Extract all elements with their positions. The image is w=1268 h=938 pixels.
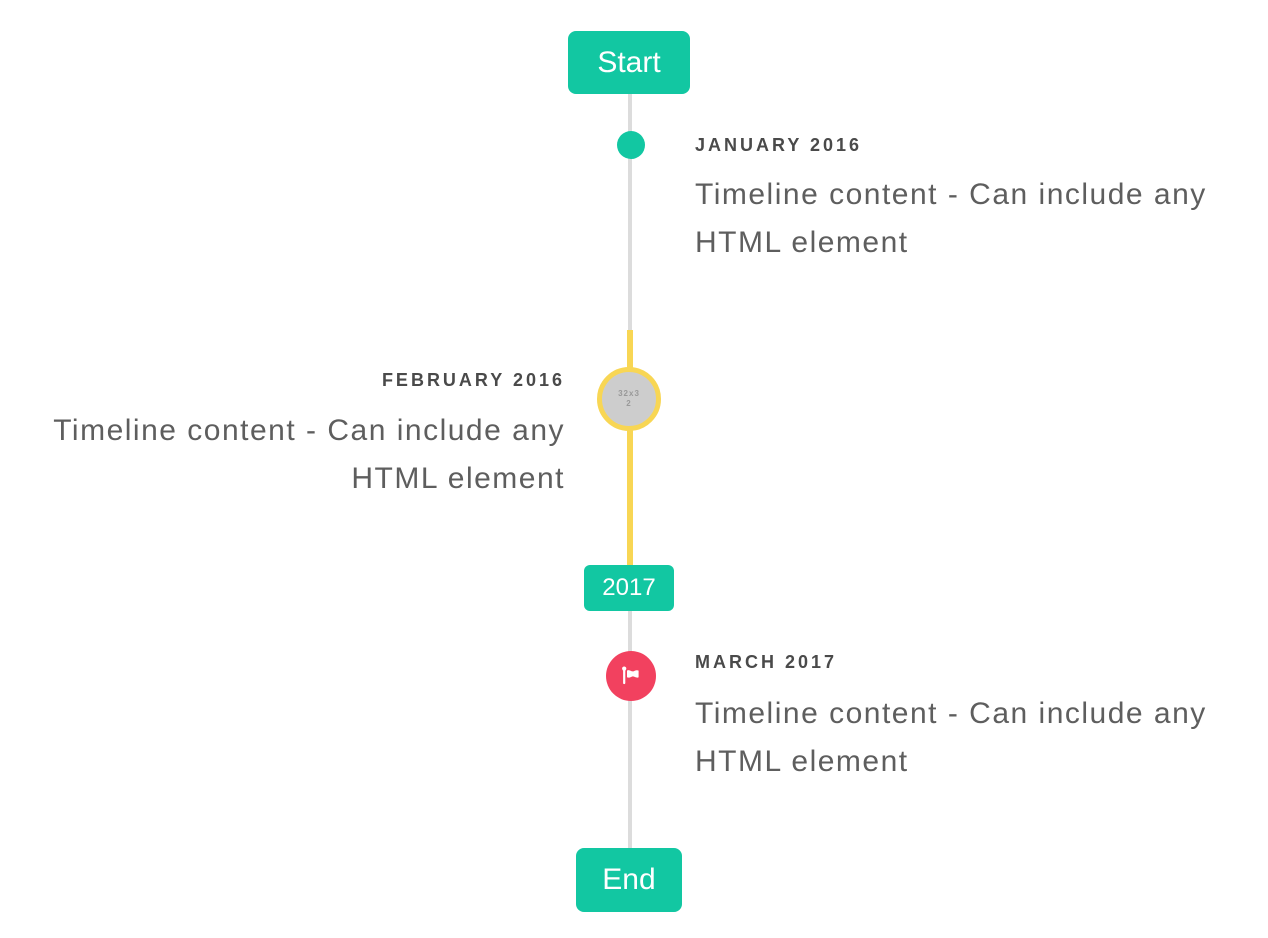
- end-badge-label: End: [602, 863, 656, 896]
- start-badge-label: Start: [597, 45, 661, 79]
- year-badge-label: 2017: [602, 574, 656, 601]
- event-heading-february: FEBRUARY 2016: [381, 370, 565, 390]
- event-heading-january: JANUARY 2016: [695, 135, 863, 155]
- event-content-january: Timeline content - Can include any HTML …: [695, 178, 1207, 259]
- event-marker-dot-january[interactable]: [617, 131, 645, 159]
- event-marker-placeholder-february[interactable]: 32x32: [597, 367, 661, 431]
- start-badge: Start: [568, 31, 690, 94]
- flag-icon: [619, 664, 643, 688]
- event-content-march: Timeline content - Can include any HTML …: [695, 697, 1207, 778]
- placeholder-image-text: 32x32: [618, 389, 640, 408]
- event-heading-march: MARCH 2017: [695, 652, 838, 672]
- year-2017-badge: 2017: [584, 565, 674, 611]
- end-badge: End: [576, 848, 682, 912]
- event-marker-flag-march[interactable]: [606, 651, 656, 701]
- event-content-february: Timeline content - Can include any HTML …: [53, 414, 565, 495]
- timeline-highlight-segment: [627, 330, 633, 567]
